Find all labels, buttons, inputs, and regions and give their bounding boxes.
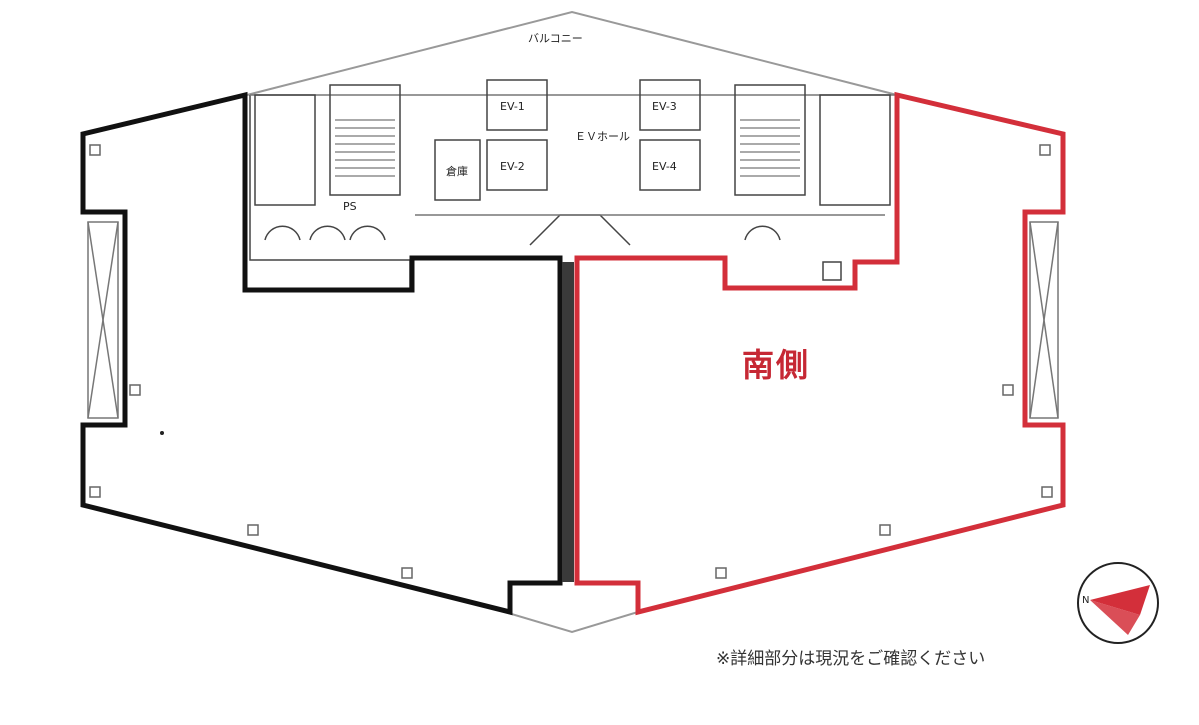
ps-label: PS [343, 200, 357, 213]
elevator-label-1: EV-1 [500, 100, 525, 113]
elevator-label-2: EV-2 [500, 160, 525, 173]
dividing-wall [562, 262, 574, 582]
core-area [247, 79, 895, 291]
small-dot [160, 431, 164, 435]
building-envelope [246, 10, 898, 634]
structural-columns [89, 144, 1053, 579]
north-arrow-icon: N [1077, 562, 1159, 644]
balcony-label: バルコニー [528, 32, 583, 45]
elevator-label-3: EV-3 [652, 100, 677, 113]
disclaimer-note: ※詳細部分は現況をご確認ください [716, 649, 986, 669]
south-side-label: 南側 [742, 346, 811, 384]
elevator-label-4: EV-4 [652, 160, 677, 173]
right-stair [740, 119, 800, 177]
west-window-bay [87, 221, 119, 419]
south-section-outline [574, 91, 1066, 616]
storage-label: 倉庫 [446, 164, 468, 178]
north-section-outline [80, 91, 563, 616]
left-stair [335, 119, 395, 177]
svg-text:N: N [1082, 595, 1089, 606]
core-labels: バルコニー ＥＶホール EV-1 EV-2 EV-3 EV-4 倉庫 PS [343, 32, 677, 213]
elevator-hall-label: ＥＶホール [575, 130, 630, 143]
east-window-bay [1029, 221, 1059, 419]
